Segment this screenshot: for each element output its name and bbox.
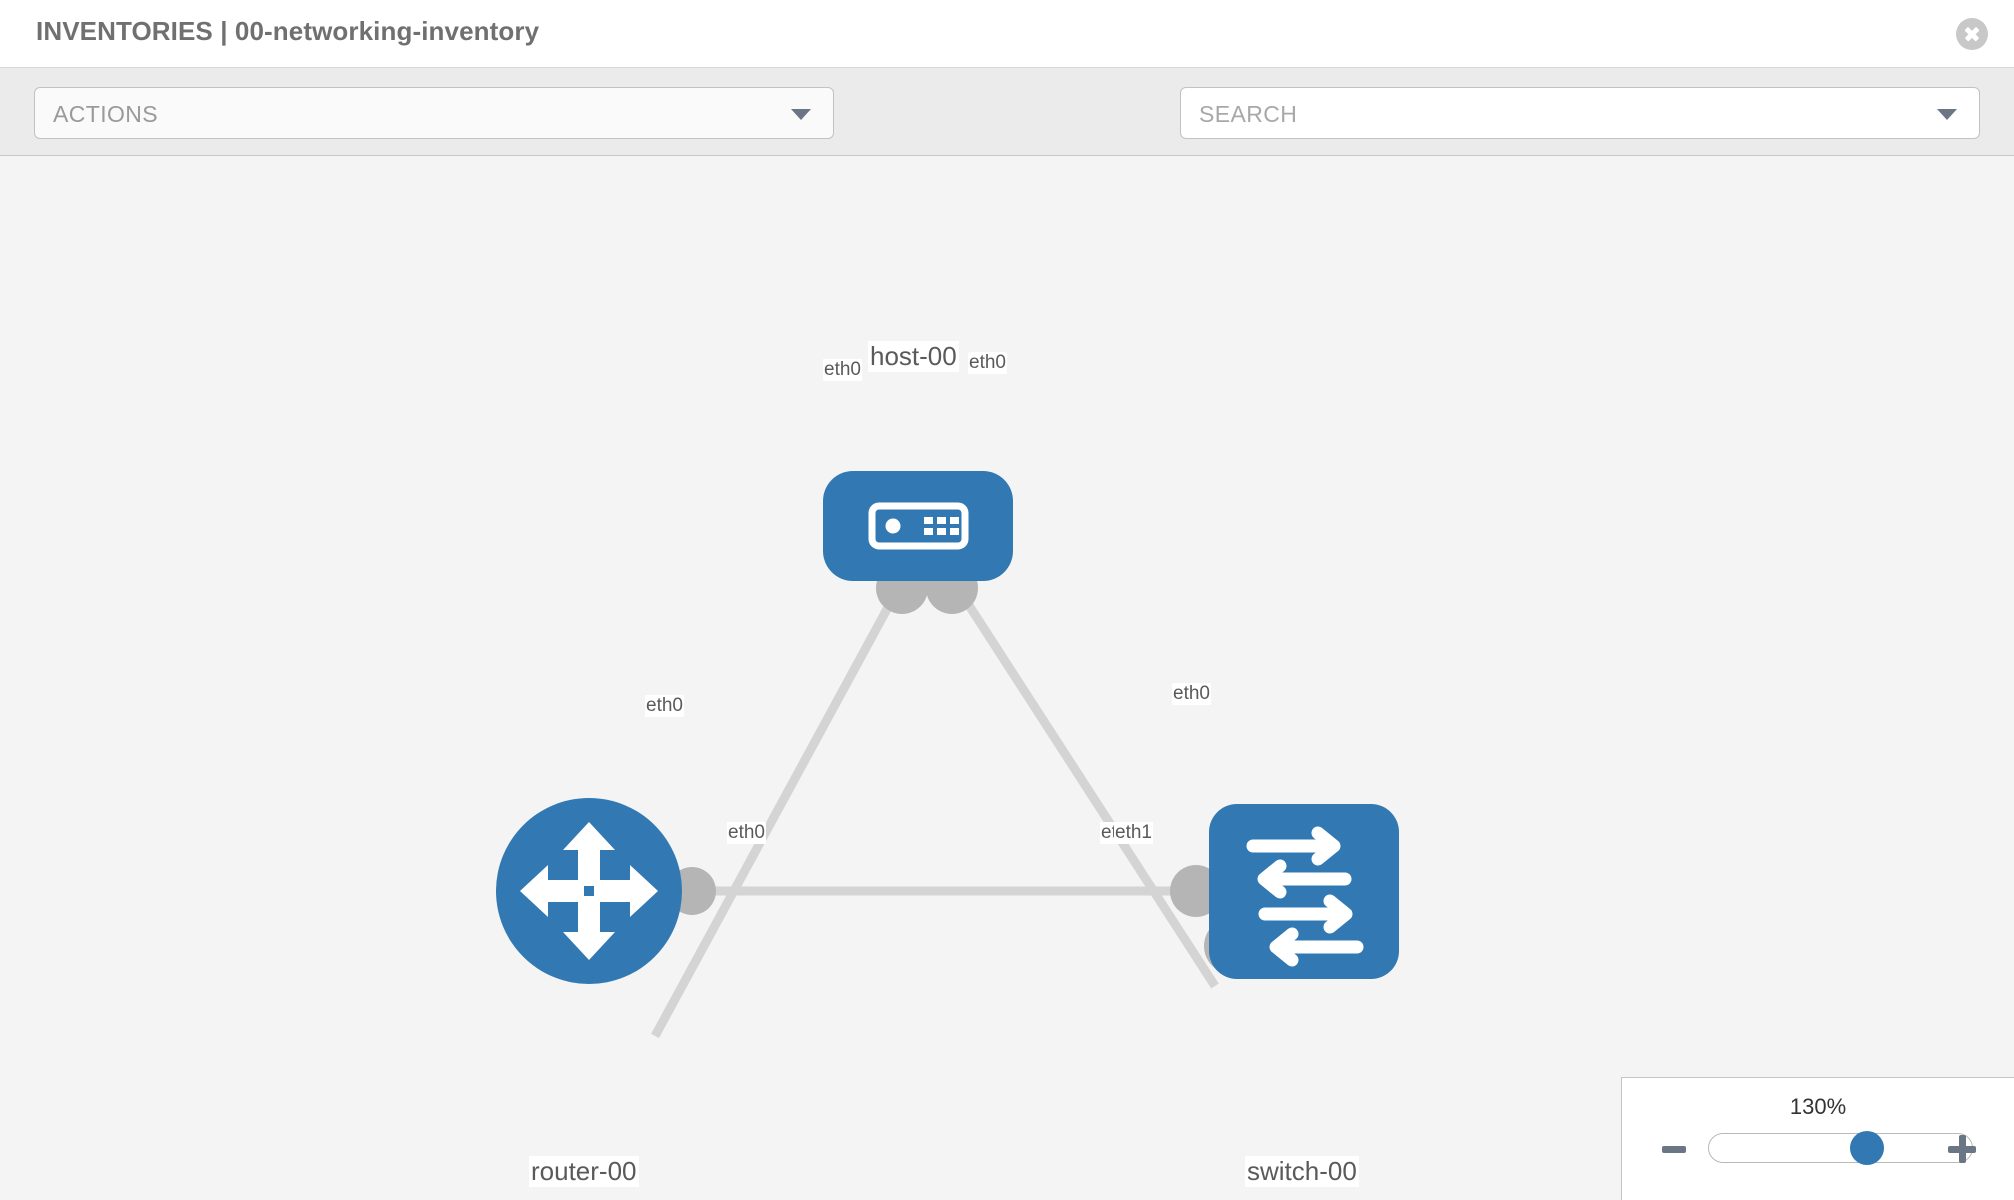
link-host-router[interactable]	[651, 573, 909, 1039]
interface-label-switch-up: eth0	[1172, 683, 1211, 705]
search-placeholder: SEARCH	[1199, 101, 1298, 127]
server-icon	[868, 502, 969, 550]
close-icon[interactable]	[1956, 18, 1988, 50]
plus-icon[interactable]	[1948, 1135, 1976, 1163]
node-switch-00[interactable]	[1208, 804, 1399, 979]
actions-dropdown-label: ACTIONS	[53, 101, 159, 127]
node-label-host: host-00	[868, 341, 959, 372]
switch-arrows-icon	[1246, 826, 1364, 967]
interface-label-switch-left-b: eth1	[1114, 822, 1153, 844]
zoom-level-label: 130%	[1789, 1094, 1847, 1119]
chevron-down-icon[interactable]	[1937, 109, 1957, 120]
node-label-router: router-00	[529, 1156, 639, 1187]
node-router-00[interactable]	[496, 798, 682, 984]
router-arrows-icon	[520, 822, 658, 960]
actions-dropdown[interactable]: ACTIONS	[34, 87, 834, 139]
link-host-switch[interactable]	[946, 573, 1219, 989]
zoom-slider-track[interactable]	[1708, 1133, 1973, 1163]
page-header: INVENTORIES | 00-networking-inventory	[0, 0, 2014, 68]
zoom-control-panel: 130%	[1621, 1077, 2014, 1200]
toolbar: ACTIONS SEARCH	[0, 68, 2014, 196]
interface-label-router-right: eth0	[727, 822, 766, 844]
minus-icon[interactable]	[1662, 1146, 1686, 1153]
topology-links	[651, 573, 1219, 1039]
interface-label-router-up: eth0	[645, 695, 684, 717]
chevron-down-icon	[791, 109, 811, 120]
zoom-slider-thumb[interactable]	[1850, 1131, 1884, 1165]
node-label-switch: switch-00	[1245, 1156, 1359, 1187]
topology-canvas[interactable]: host-00 router-00 switch-00 eth0 eth0 et…	[0, 156, 2014, 1200]
interface-label-host-left: eth0	[823, 359, 862, 381]
node-host-00[interactable]	[823, 471, 1013, 581]
page-title: INVENTORIES | 00-networking-inventory	[36, 16, 540, 46]
search-input[interactable]: SEARCH	[1180, 87, 1980, 139]
topology-graph	[496, 471, 1399, 1039]
interface-label-host-right: eth0	[968, 352, 1007, 374]
